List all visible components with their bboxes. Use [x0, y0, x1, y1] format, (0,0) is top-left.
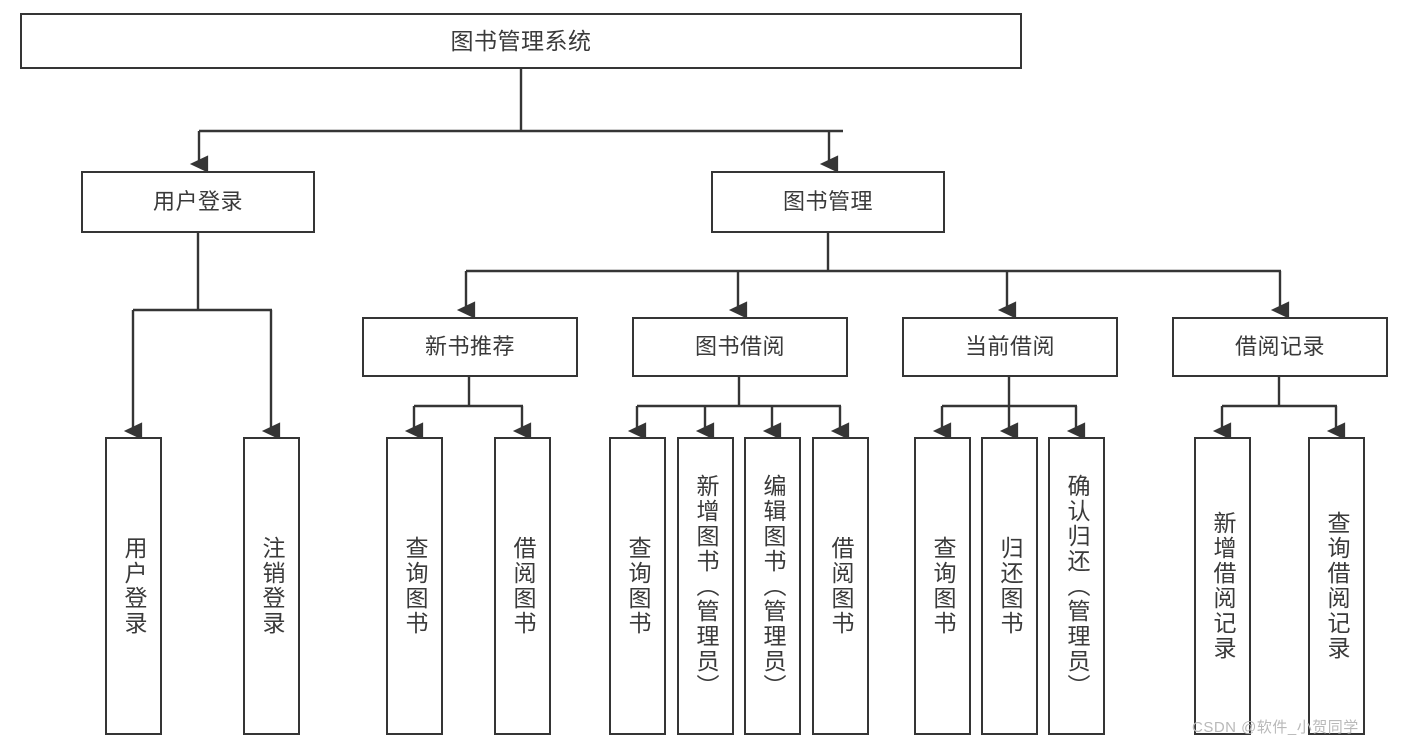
leaf-borrow-add-book-admin[interactable]: 新增图书（管理员）: [677, 437, 734, 735]
node-label: 用户登录: [121, 536, 147, 636]
node-label: 借阅图书: [510, 536, 536, 636]
leaf-borrow-borrow-book[interactable]: 借阅图书: [812, 437, 869, 735]
leaf-borrow-edit-book-admin[interactable]: 编辑图书（管理员）: [744, 437, 801, 735]
node-label: 查询借阅记录: [1324, 511, 1350, 661]
leaf-current-confirm-return-admin[interactable]: 确认归还（管理员）: [1048, 437, 1105, 735]
node-label: 当前借阅: [964, 334, 1055, 360]
node-root-system[interactable]: 图书管理系统: [20, 13, 1022, 69]
node-label: 归还图书: [997, 536, 1023, 636]
node-label: 新增借阅记录: [1210, 511, 1236, 661]
node-label: 图书管理系统: [450, 27, 592, 54]
node-user-login[interactable]: 用户登录: [81, 171, 315, 233]
leaf-current-return-book[interactable]: 归还图书: [981, 437, 1038, 735]
node-label: 确认归还（管理员）: [1064, 473, 1090, 699]
node-label: 借阅图书: [828, 536, 854, 636]
node-new-book-recommend[interactable]: 新书推荐: [362, 317, 578, 377]
watermark-csdn: CSDN @软件_小贺同学: [1192, 719, 1359, 736]
node-book-management[interactable]: 图书管理: [711, 171, 945, 233]
node-label: 图书管理: [782, 189, 873, 215]
leaf-user-logout[interactable]: 注销登录: [243, 437, 300, 735]
leaf-current-query-book[interactable]: 查询图书: [914, 437, 971, 735]
node-label: 注销登录: [259, 536, 285, 636]
node-label: 查询图书: [625, 536, 651, 636]
node-label: 用户登录: [152, 189, 243, 215]
leaf-records-add-record[interactable]: 新增借阅记录: [1194, 437, 1251, 735]
node-borrow-records[interactable]: 借阅记录: [1172, 317, 1388, 377]
node-label: 查询图书: [930, 536, 956, 636]
node-label: 新书推荐: [424, 334, 515, 360]
node-book-borrow[interactable]: 图书借阅: [632, 317, 848, 377]
node-label: 编辑图书（管理员）: [760, 473, 786, 699]
leaf-records-query-record[interactable]: 查询借阅记录: [1308, 437, 1365, 735]
leaf-recommend-borrow-book[interactable]: 借阅图书: [494, 437, 551, 735]
leaf-recommend-query-book[interactable]: 查询图书: [386, 437, 443, 735]
node-current-borrow[interactable]: 当前借阅: [902, 317, 1118, 377]
leaf-user-login[interactable]: 用户登录: [105, 437, 162, 735]
node-label: 图书借阅: [694, 334, 785, 360]
node-label: 查询图书: [402, 536, 428, 636]
node-label: 新增图书（管理员）: [693, 473, 719, 699]
leaf-borrow-query-book[interactable]: 查询图书: [609, 437, 666, 735]
node-label: 借阅记录: [1234, 334, 1325, 360]
